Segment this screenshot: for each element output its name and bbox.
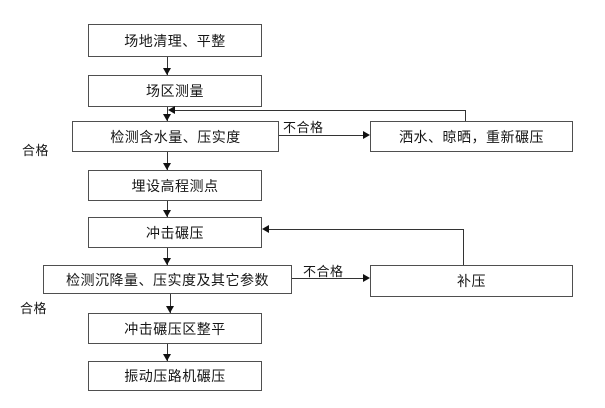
arrowhead-down-icon <box>163 210 171 217</box>
connector-recompaction-return-horizontal <box>268 229 463 230</box>
flow-node-impact-rolling: 冲击碾压 <box>88 217 262 248</box>
arrowhead-right-icon <box>363 131 370 139</box>
flow-node-test-moisture: 检测含水量、压实度 <box>72 121 279 152</box>
connector-settlement-to-recompaction <box>292 278 363 279</box>
arrowhead-down-icon <box>163 354 171 361</box>
edge-label-unqualified-top: 不合格 <box>283 120 324 135</box>
connector-leveling-to-vibratory <box>167 344 168 361</box>
connector-moisture-to-elevation <box>167 152 168 170</box>
arrowhead-left-icon <box>168 106 175 114</box>
arrowhead-down-icon <box>166 306 174 313</box>
arrowhead-down-icon <box>163 163 171 170</box>
edge-label-qualified-top: 合格 <box>22 143 50 158</box>
flow-node-site-survey: 场区测量 <box>88 75 262 107</box>
flow-node-vibratory-roll: 振动压路机碾压 <box>88 361 262 391</box>
flow-node-embed-elevation: 埋设高程测点 <box>88 170 262 201</box>
edge-label-unqualified-bottom: 不合格 <box>303 264 344 279</box>
connector-moisture-to-rewater <box>279 135 363 136</box>
connector-rewater-return-horizontal <box>174 110 465 111</box>
connector-rewater-return-vertical <box>465 110 466 121</box>
flow-node-impact-leveling: 冲击碾压区整平 <box>88 313 262 344</box>
edge-label-qualified-bottom: 合格 <box>20 301 48 316</box>
arrowhead-right-icon <box>363 274 370 282</box>
flow-node-rewater-redry: 洒水、晾晒，重新碾压 <box>370 121 573 152</box>
connector-rolling-to-settlement <box>167 248 168 265</box>
connector-settlement-to-leveling <box>170 294 171 313</box>
flow-node-site-clearing: 场地清理、平整 <box>88 24 262 57</box>
flow-node-recompaction: 补压 <box>370 265 573 297</box>
arrowhead-left-icon <box>262 225 269 233</box>
connector-clearing-to-survey <box>167 57 168 75</box>
connector-recompaction-return-vertical <box>463 229 464 265</box>
arrowhead-down-icon <box>163 68 171 75</box>
arrowhead-down-icon <box>163 114 171 121</box>
flow-node-test-settlement: 检测沉降量、压实度及其它参数 <box>43 265 292 294</box>
connector-elevation-to-rolling <box>167 201 168 217</box>
arrowhead-down-icon <box>163 258 171 265</box>
